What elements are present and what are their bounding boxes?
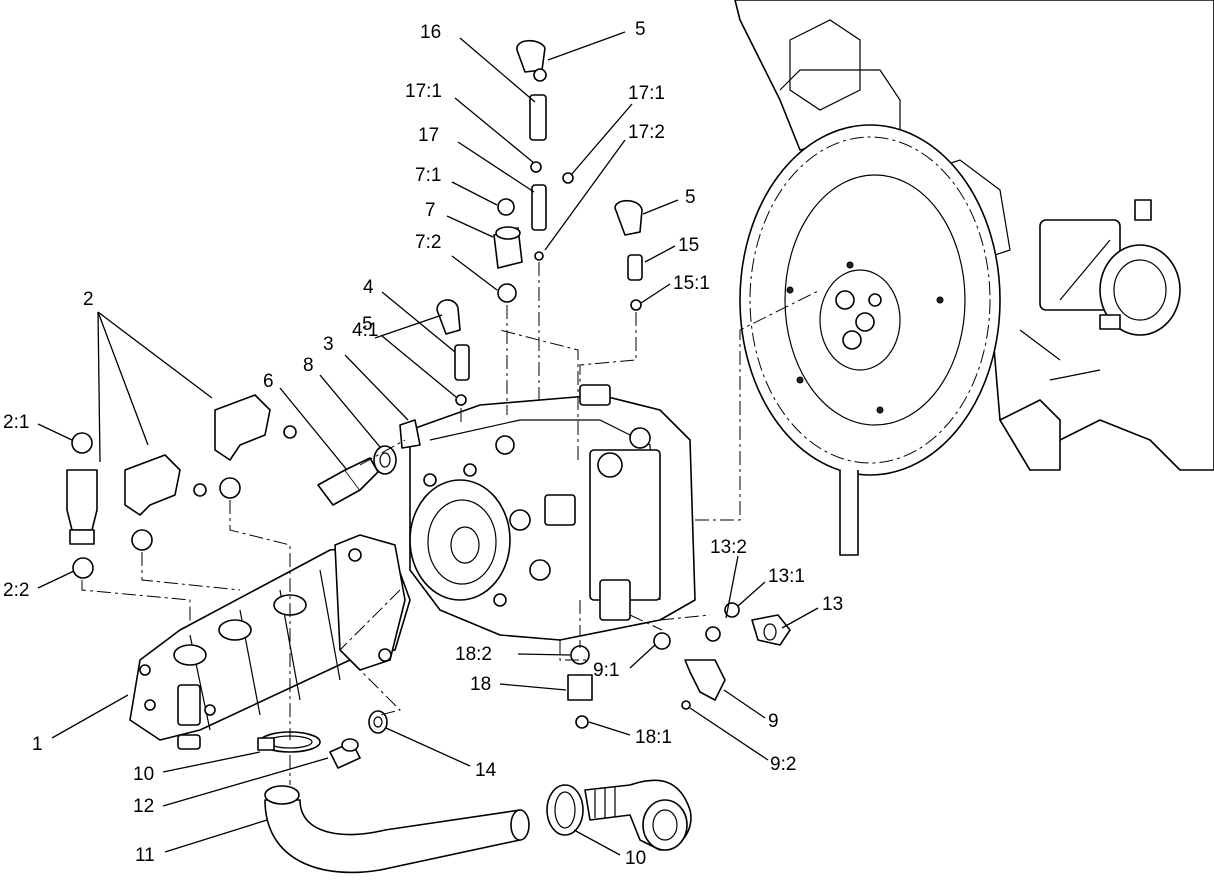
callout-7-1: 7:1 xyxy=(415,165,441,186)
callout-7: 7 xyxy=(425,200,436,221)
callout-2-1: 2:1 xyxy=(3,412,29,433)
washer-14 xyxy=(368,710,388,734)
fitting-16 xyxy=(516,39,547,141)
assembly-center-lines xyxy=(81,262,821,785)
callout-4-1: 4:1 xyxy=(352,320,378,341)
engine-assembly xyxy=(734,0,1214,556)
piston-pump xyxy=(399,384,696,641)
callout-13: 13 xyxy=(822,594,843,615)
callout-15: 15 xyxy=(678,235,699,256)
callout-12: 12 xyxy=(133,796,154,817)
callout-1: 1 xyxy=(32,734,43,755)
callout-13-1: 13:1 xyxy=(768,566,805,587)
callout-4: 4 xyxy=(363,277,374,298)
callout-18-2: 18:2 xyxy=(455,644,492,665)
callout-6: 6 xyxy=(263,371,274,392)
callout-5-top: 5 xyxy=(635,19,646,40)
callout-2-2: 2:2 xyxy=(3,580,29,601)
fitting-2-elbow-a xyxy=(124,454,207,551)
leader-lines xyxy=(37,31,819,856)
callout-9-1: 9:1 xyxy=(593,660,619,681)
callout-3: 3 xyxy=(323,334,334,355)
gear-pump xyxy=(129,534,411,750)
callout-9-2: 9:2 xyxy=(770,754,796,775)
callout-16: 16 xyxy=(420,22,441,43)
fitting-2-straight xyxy=(66,432,98,579)
washer-8 xyxy=(373,445,397,475)
callout-18: 18 xyxy=(470,674,491,695)
callout-17-2: 17:2 xyxy=(628,122,665,143)
callout-5-left: 5 xyxy=(362,314,373,335)
callout-7-2: 7:2 xyxy=(415,232,441,253)
callout-11: 11 xyxy=(135,845,155,866)
callout-13-2: 13:2 xyxy=(710,537,747,558)
suction-hose xyxy=(264,785,530,874)
callout-5-right: 5 xyxy=(685,187,696,208)
fitting-7 xyxy=(493,198,523,303)
bolt-6 xyxy=(317,457,379,506)
callout-17-1-left: 17:1 xyxy=(405,81,442,102)
callout-10-lower: 10 xyxy=(625,848,646,869)
hose-clamp-upper xyxy=(257,731,321,753)
callout-2: 2 xyxy=(83,289,94,310)
fitting-2-elbow-b xyxy=(214,394,297,499)
callout-9: 9 xyxy=(768,711,779,732)
callout-labels: 16 5 17:1 17:1 17 17:2 7:1 7 7:2 5 15 15… xyxy=(3,19,843,869)
hose-clamp-lower xyxy=(546,784,584,836)
callout-14: 14 xyxy=(475,760,497,781)
fitting-17 xyxy=(530,161,574,261)
callout-17-1-right: 17:1 xyxy=(628,83,665,104)
callout-8: 8 xyxy=(303,355,314,376)
callout-17: 17 xyxy=(418,125,439,146)
fitting-13 xyxy=(705,602,791,646)
callout-15-1: 15:1 xyxy=(673,273,710,294)
bolt-12 xyxy=(329,738,361,769)
fitting-4 xyxy=(454,344,470,406)
dust-cap-5-left xyxy=(436,299,461,335)
fitting-18 xyxy=(567,645,593,729)
flywheel xyxy=(739,124,1001,556)
callout-10-upper: 10 xyxy=(133,764,154,785)
fitting-9 xyxy=(653,632,726,710)
fitting-15 xyxy=(614,199,643,311)
hose-elbow xyxy=(584,779,692,851)
callout-18-1: 18:1 xyxy=(635,727,672,748)
